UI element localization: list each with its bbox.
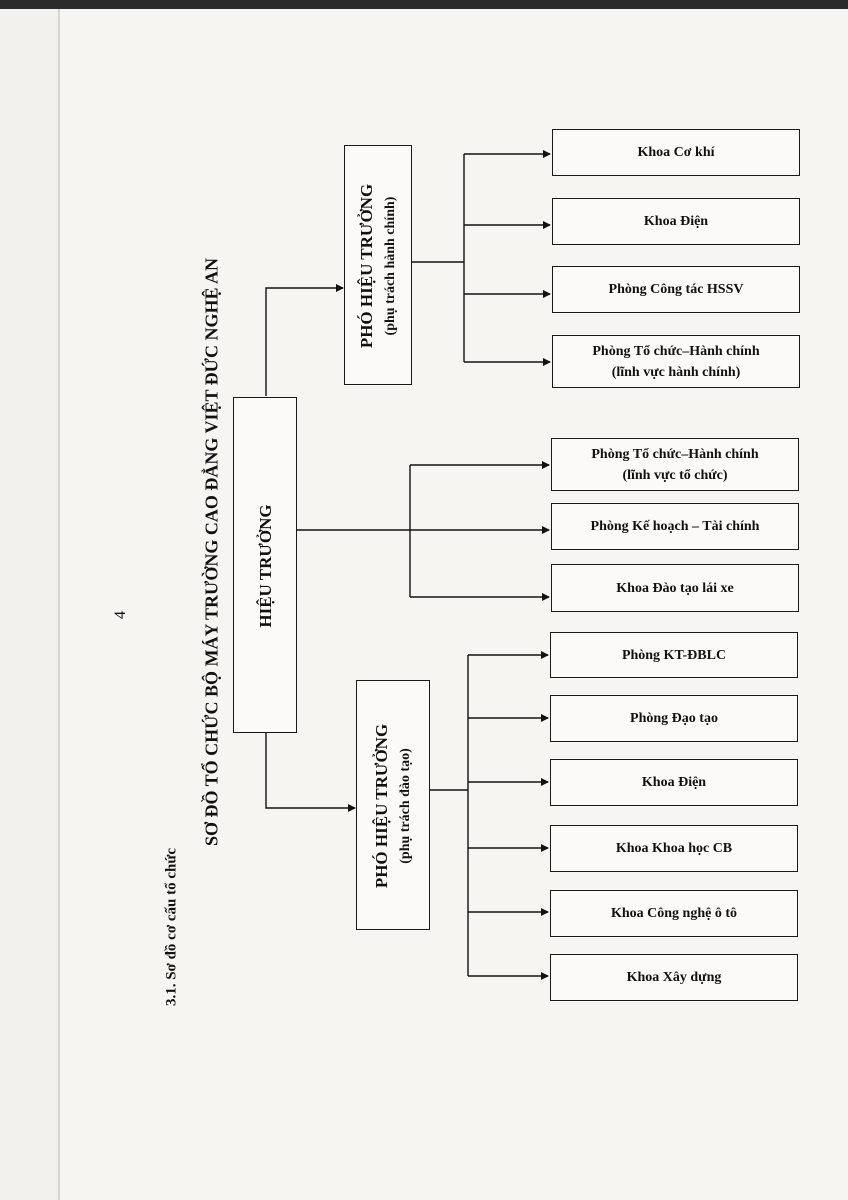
unit-name: Phòng Công tác HSSV (608, 282, 744, 297)
scan-top-edge (0, 0, 848, 9)
unit-box-khoa-xay-dung: Khoa Xây dựng (550, 954, 798, 1001)
connector-principal-vp-admin (265, 284, 344, 396)
unit-note: (lĩnh vực tổ chức) (622, 467, 728, 483)
unit-box-phong-dao-tao: Phòng Đạo tạo (550, 695, 798, 742)
vp-training-label: PHÓ HIỆU TRƯỞNG (phụ trách đào tạo) (370, 724, 418, 888)
unit-box-phong-to-chuc-hanh-chinh-admin: Phòng Tổ chức–Hành chính (lĩnh vực hành … (552, 335, 800, 388)
unit-box-phong-cong-tac-hssv: Phòng Công tác HSSV (552, 266, 800, 313)
unit-box-khoa-khoa-hoc-cb: Khoa Khoa học CB (550, 825, 798, 872)
vp-admin-label: PHÓ HIỆU TRƯỞNG (phụ trách hành chính) (355, 184, 403, 348)
unit-note: (lĩnh vực hành chính) (611, 364, 741, 380)
vp-training-title: PHÓ HIỆU TRƯỞNG (372, 723, 391, 889)
unit-box-khoa-dao-tao-lai-xe: Khoa Đào tạo lái xe (551, 564, 799, 612)
unit-name: Phòng Kế hoạch – Tài chính (590, 519, 760, 534)
principal-box: HIỆU TRƯỞNG (233, 397, 297, 733)
unit-box-phong-ke-hoach-tai-chinh: Phòng Kế hoạch – Tài chính (551, 503, 799, 550)
unit-name: Phòng KT-ĐBLC (621, 647, 727, 663)
unit-box-phong-to-chuc-hanh-chinh-org: Phòng Tổ chức–Hành chính (lĩnh vực tổ ch… (551, 438, 799, 491)
unit-name: Khoa Khoa học CB (615, 841, 733, 856)
unit-box-khoa-dien-training: Khoa Điện (550, 759, 798, 806)
vp-training-subtitle: (phụ trách đào tạo) (398, 748, 413, 864)
vp-admin-box: PHÓ HIỆU TRƯỞNG (phụ trách hành chính) (344, 145, 412, 385)
unit-name: Khoa Công nghệ ô tô (610, 906, 738, 921)
vp-admin-title: PHÓ HIỆU TRƯỞNG (357, 183, 376, 349)
unit-name: Phòng Tổ chức–Hành chính (592, 343, 760, 359)
unit-box-khoa-co-khi: Khoa Cơ khí (552, 129, 800, 176)
unit-name: Phòng Tổ chức–Hành chính (591, 446, 759, 462)
unit-box-phong-kt-dblc: Phòng KT-ĐBLC (550, 632, 798, 678)
connector-principal-vp-training (265, 733, 356, 812)
unit-name: Khoa Cơ khí (637, 145, 715, 160)
vp-training-box: PHÓ HIỆU TRƯỞNG (phụ trách đào tạo) (356, 680, 430, 930)
unit-name: Khoa Đào tạo lái xe (616, 580, 734, 596)
unit-name: Khoa Xây dựng (626, 970, 722, 985)
unit-box-khoa-dien-admin: Khoa Điện (552, 198, 800, 245)
vp-admin-subtitle: (phụ trách hành chính) (383, 196, 398, 336)
unit-name: Phòng Đạo tạo (630, 711, 718, 726)
unit-name: Khoa Điện (643, 214, 709, 229)
unit-name: Khoa Điện (641, 775, 707, 790)
principal-label: HIỆU TRƯỞNG (256, 504, 275, 628)
unit-box-khoa-cong-nghe-o-to: Khoa Công nghệ ô tô (550, 890, 798, 937)
